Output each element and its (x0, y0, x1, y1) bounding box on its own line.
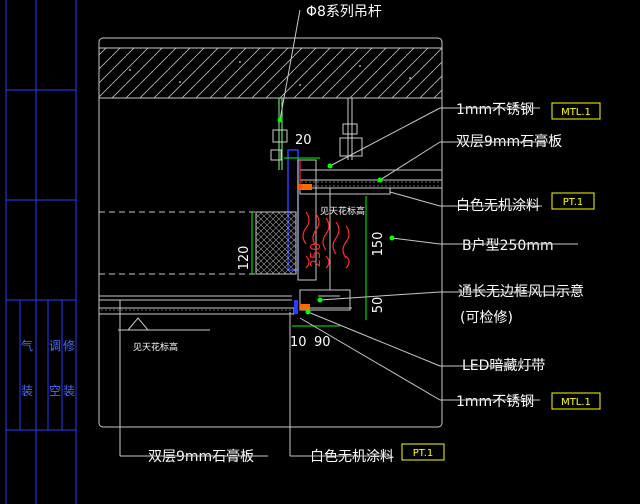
tag-pt-top: PT.1 (563, 197, 584, 208)
tag-pt-bottom: PT.1 (413, 448, 434, 459)
dim-250: 250 (309, 243, 324, 268)
tag-mtl-top: MTL.1 (561, 107, 591, 118)
tag-mtl-bottom: MTL.1 (561, 397, 591, 408)
concrete-slab (98, 47, 443, 99)
sidebar-char-1: 气 (21, 338, 33, 353)
sidebar-char-5: 空 (49, 384, 61, 398)
callout-steel-top: 1mm不锈钢 (456, 102, 534, 118)
dim-90: 90 (314, 335, 331, 350)
airflow-arrows (299, 160, 350, 269)
sidebar-char-3: 修 (63, 338, 75, 353)
steel-strip (294, 184, 312, 314)
drawing-border (98, 37, 443, 428)
callout-leaders (119, 9, 441, 456)
hanger-rod (270, 98, 363, 170)
dim-120: 120 (237, 246, 252, 271)
callout-vent-line2: (可检修) (460, 310, 513, 326)
sidebar-char-2: 调 (49, 339, 61, 353)
dim-10: 10 (290, 335, 307, 350)
dim-150: 150 (371, 232, 386, 257)
callout-arrows (277, 117, 395, 315)
sidebar-char-6: 装 (63, 384, 75, 398)
callout-steel-bottom: 1mm不锈钢 (456, 394, 534, 410)
sidebar-char-4: 装 (21, 384, 33, 398)
reference-lines (98, 211, 295, 315)
dimension-lines (251, 157, 367, 327)
vent-box (299, 187, 391, 311)
callout-bracket: B户型250mm (462, 237, 554, 254)
dim-20: 20 (295, 133, 312, 148)
callout-rod: Φ8系列吊杆 (306, 4, 382, 20)
dim-50: 50 (371, 297, 386, 314)
material-tags: MTL.1 PT.1 MTL.1 PT.1 (401, 102, 601, 461)
callout-underlines (120, 107, 578, 457)
elevation-marker (126, 317, 150, 331)
ceiling-ref-note-2: 见天花标高 (133, 341, 178, 353)
sidebar-frame: 气 调 修 装 空 装 (5, 0, 77, 504)
ceiling-ref-note-1: 见天花标高 (320, 205, 365, 217)
wall-block (255, 211, 297, 275)
